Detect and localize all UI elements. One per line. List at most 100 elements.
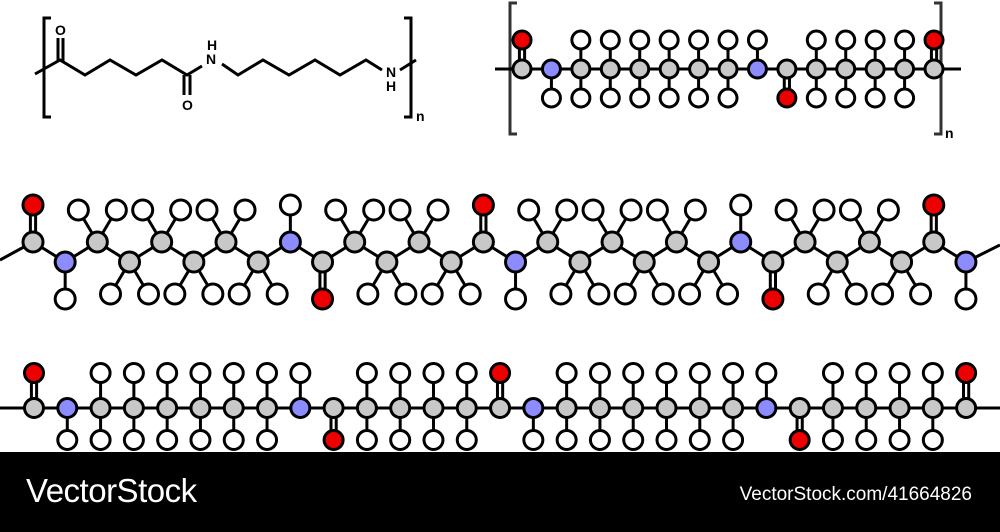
hydrogen-atom: [599, 29, 621, 51]
carbon-atom: [189, 397, 212, 419]
hydrogen-atom: [599, 87, 621, 109]
hydrogen-atom: [189, 362, 212, 384]
hydrogen-atom: [256, 429, 279, 451]
carbon-chain-acid: [34, 58, 203, 77]
carbon-atom: [555, 397, 578, 419]
carbon-atom: [256, 397, 279, 419]
carbon-atom: [761, 250, 785, 274]
nitrogen-atom: [56, 397, 79, 419]
hydrogen-atom: [894, 29, 916, 51]
hydrogen-atom: [658, 87, 680, 109]
oxygen-atom: [471, 193, 495, 217]
carbon-atom: [375, 250, 399, 274]
hydrogen-atom: [629, 29, 651, 51]
hydrogen-atom: [581, 198, 605, 222]
hydrogen-atom: [355, 362, 378, 384]
carbon-atom: [955, 397, 978, 419]
nitrogen-atom: [504, 250, 528, 274]
carbon-atom: [632, 250, 656, 274]
carbon-atom: [422, 397, 445, 419]
hydrogen-atom: [355, 429, 378, 451]
oxygen-atom: [955, 362, 978, 384]
hydrogen-atom: [655, 429, 678, 451]
carbon-atom: [855, 397, 878, 419]
end-bond: [399, 58, 417, 72]
hydrogen-atom: [622, 429, 645, 451]
hydrogen-atom: [688, 87, 710, 109]
carbon-atom: [246, 250, 270, 274]
oxygen-atom: [776, 87, 798, 109]
hydrogen-atom: [195, 198, 219, 222]
carbon-atom: [688, 58, 710, 80]
hydrogen-atom: [821, 429, 844, 451]
carbon-atom: [389, 397, 412, 419]
carbon-atom: [85, 230, 109, 254]
hydrogen-atom: [651, 282, 675, 306]
hydrogen-atom: [683, 198, 707, 222]
hydrogen-atom: [389, 362, 412, 384]
hydrogen-atom: [717, 29, 739, 51]
carbon-atom: [570, 58, 592, 80]
nitrogen-atom: [289, 397, 312, 419]
nitrogen-atom: [729, 230, 753, 254]
carbon-atom: [788, 397, 811, 419]
hydrogen-atom: [99, 282, 123, 306]
hydrogen-atom: [233, 198, 257, 222]
hydrogen-atom: [426, 198, 450, 222]
oxygen-atom: [489, 362, 512, 384]
hydrogen-atom: [189, 429, 212, 451]
carbon-atom: [21, 230, 45, 254]
hydrogen-atom: [921, 429, 944, 451]
carbon-atom: [923, 58, 945, 80]
carbon-atom: [355, 397, 378, 419]
carbon-atom: [688, 397, 711, 419]
oxygen-atom: [322, 429, 345, 451]
hydrogen-atom: [658, 29, 680, 51]
hydrogen-atom: [455, 362, 478, 384]
carbon-atom: [825, 250, 849, 274]
oxygen-atom: [21, 193, 45, 217]
hydrogen-atom: [137, 282, 161, 306]
hydrogen-atom: [871, 282, 895, 306]
hydrogen-atom: [422, 429, 445, 451]
carbon-atom: [156, 397, 179, 419]
hydrogen-atom: [156, 429, 179, 451]
carbon-atom: [222, 397, 245, 419]
hydrogen-atom: [921, 362, 944, 384]
hydrogen-atom: [688, 429, 711, 451]
carbon-atom: [536, 230, 560, 254]
hydrogen-atom: [812, 198, 836, 222]
carbon-atom: [322, 397, 345, 419]
hydrogen-atom: [855, 362, 878, 384]
skeletal-formula: [34, 16, 417, 119]
carbon-atom: [407, 230, 431, 254]
oxygen-atom: [788, 429, 811, 451]
carbon-atom: [471, 230, 495, 254]
hydrogen-atom: [570, 87, 592, 109]
hydrogen-atom: [722, 429, 745, 451]
carbon-atom: [118, 250, 142, 274]
image-id-text: VectorStock.com/41664826: [739, 484, 972, 505]
hydrogen-atom: [622, 362, 645, 384]
hydrogen-atom: [89, 429, 112, 451]
hydrogen-atom: [389, 429, 412, 451]
hydrogen-atom: [66, 198, 90, 222]
hydrogen-atom: [455, 429, 478, 451]
carbon-atom: [722, 397, 745, 419]
carbon-atom: [600, 230, 624, 254]
nitrogen-atom: [746, 58, 768, 80]
carbon-atom: [439, 250, 463, 274]
carbon-atom: [343, 230, 367, 254]
hydrogen-atom: [838, 198, 862, 222]
hydrogen-atom: [517, 198, 541, 222]
carbon-atom: [776, 58, 798, 80]
brand-logo-text: VectorStock: [26, 472, 197, 509]
carbon-atom: [214, 230, 238, 254]
hydrogen-atom: [587, 282, 611, 306]
hydrogen-atom: [588, 429, 611, 451]
carbon-atom: [599, 58, 621, 80]
oxygen-atom: [23, 362, 45, 384]
carbon-atom: [717, 58, 739, 80]
atoms-layer: [21, 29, 978, 451]
